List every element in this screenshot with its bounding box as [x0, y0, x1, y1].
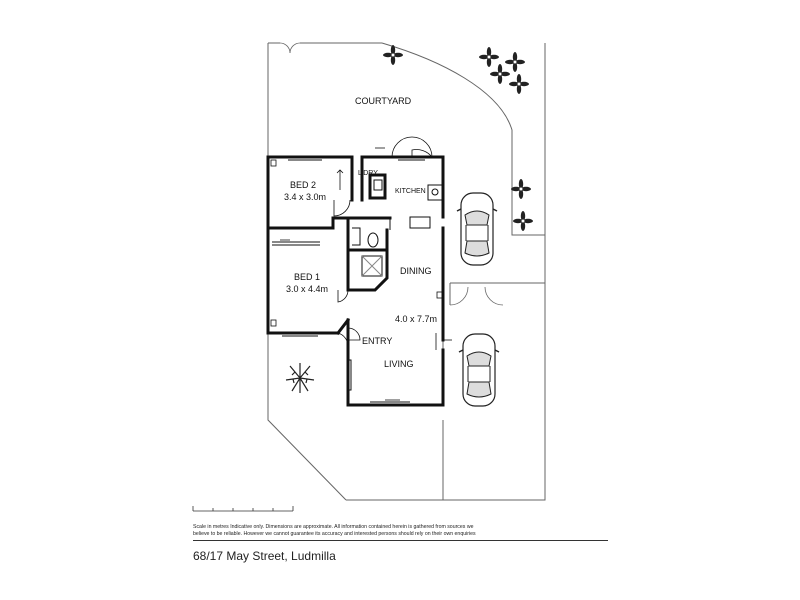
disclaimer-line-1: Scale in metres Indicative only. Dimensi… [193, 524, 474, 530]
doors [333, 136, 452, 346]
kitchen-label: KITCHEN [395, 188, 426, 195]
plant-icon [285, 363, 315, 393]
bed1-size: 3.0 x 4.4m [286, 284, 328, 294]
bed1-label: BED 1 [294, 272, 320, 282]
garden-gate [449, 286, 504, 306]
fixtures [352, 179, 444, 277]
dining-label: DINING [400, 266, 432, 276]
courtyard-label: COURTYARD [355, 96, 412, 106]
windows [272, 156, 425, 406]
living-label: LIVING [384, 359, 414, 369]
disclaimer-line-2: believe to be reliable. However we canno… [193, 531, 476, 537]
courtyard-gate [279, 42, 301, 54]
bed2-size: 3.4 x 3.0m [284, 192, 326, 202]
meters [270, 159, 443, 327]
scale-bar-icon [192, 506, 294, 512]
disclaimer: Scale in metres Indicative only. Dimensi… [193, 524, 513, 538]
site-boundary [267, 42, 546, 501]
laundry-label: L'DRY [358, 170, 378, 177]
entry-label: ENTRY [362, 336, 392, 346]
bed2-label: BED 2 [290, 180, 316, 190]
wardrobe-marks [280, 147, 437, 401]
walls [266, 155, 445, 407]
divider [193, 540, 608, 541]
property-address: 68/17 May Street, Ludmilla [193, 549, 336, 563]
living-size: 4.0 x 7.7m [395, 314, 437, 324]
